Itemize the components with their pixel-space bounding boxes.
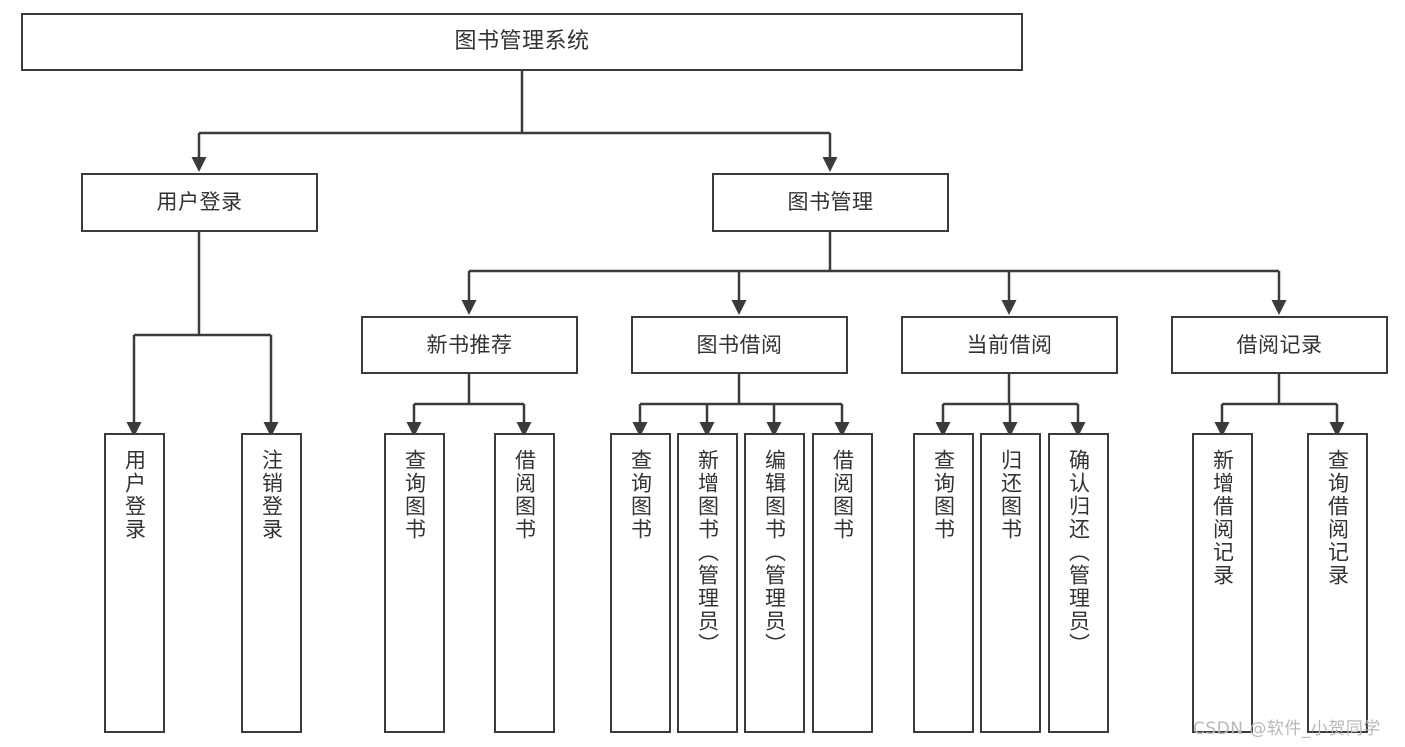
node-label: 查询借阅记录 (1325, 449, 1350, 587)
node-leaf-add-book-admin[interactable]: 新增图书（管理员） (677, 433, 738, 733)
node-label: 注销登录 (259, 449, 284, 541)
node-label: 用户登录 (122, 449, 147, 541)
node-leaf-borrow-book-recommend[interactable]: 借阅图书 (494, 433, 555, 733)
node-leaf-logout-login[interactable]: 注销登录 (241, 433, 302, 733)
node-leaf-return-book[interactable]: 归还图书 (980, 433, 1041, 733)
node-leaf-edit-book-admin[interactable]: 编辑图书（管理员） (744, 433, 805, 733)
node-label: 归还图书 (998, 449, 1023, 541)
node-label: 借阅图书 (830, 449, 855, 541)
node-label: 新增图书（管理员） (695, 449, 720, 656)
node-leaf-borrow-book[interactable]: 借阅图书 (812, 433, 873, 733)
node-leaf-query-book-recommend[interactable]: 查询图书 (384, 433, 445, 733)
node-root-book-management-system[interactable]: 图书管理系统 (21, 13, 1023, 71)
node-leaf-query-book-borrow[interactable]: 查询图书 (610, 433, 671, 733)
node-label: 查询图书 (931, 449, 956, 541)
node-label: 图书借阅 (696, 332, 783, 357)
node-label: 新书推荐 (426, 332, 513, 357)
node-leaf-query-book-current[interactable]: 查询图书 (913, 433, 974, 733)
node-label: 编辑图书（管理员） (762, 449, 787, 656)
node-label: 图书管理系统 (454, 29, 590, 55)
node-label: 确认归还（管理员） (1066, 449, 1091, 656)
node-label: 查询图书 (402, 449, 427, 541)
node-label: 借阅图书 (512, 449, 537, 541)
node-leaf-user-login[interactable]: 用户登录 (104, 433, 165, 733)
node-label: 新增借阅记录 (1210, 449, 1235, 587)
node-book-management[interactable]: 图书管理 (712, 173, 949, 232)
node-new-book-recommend[interactable]: 新书推荐 (361, 316, 578, 374)
node-book-borrow[interactable]: 图书借阅 (631, 316, 848, 374)
watermark-text: CSDN @软件_小贺同学 (1193, 719, 1381, 739)
node-label: 借阅记录 (1236, 332, 1323, 357)
node-leaf-query-borrow-record[interactable]: 查询借阅记录 (1307, 433, 1368, 733)
node-label: 用户登录 (156, 190, 243, 215)
node-label: 当前借阅 (966, 332, 1053, 357)
node-label: 图书管理 (787, 190, 874, 215)
node-leaf-add-borrow-record[interactable]: 新增借阅记录 (1192, 433, 1253, 733)
node-label: 查询图书 (628, 449, 653, 541)
node-user-login[interactable]: 用户登录 (81, 173, 318, 232)
node-current-borrow[interactable]: 当前借阅 (901, 316, 1118, 374)
node-borrow-record[interactable]: 借阅记录 (1171, 316, 1388, 374)
node-leaf-confirm-return-admin[interactable]: 确认归还（管理员） (1048, 433, 1109, 733)
